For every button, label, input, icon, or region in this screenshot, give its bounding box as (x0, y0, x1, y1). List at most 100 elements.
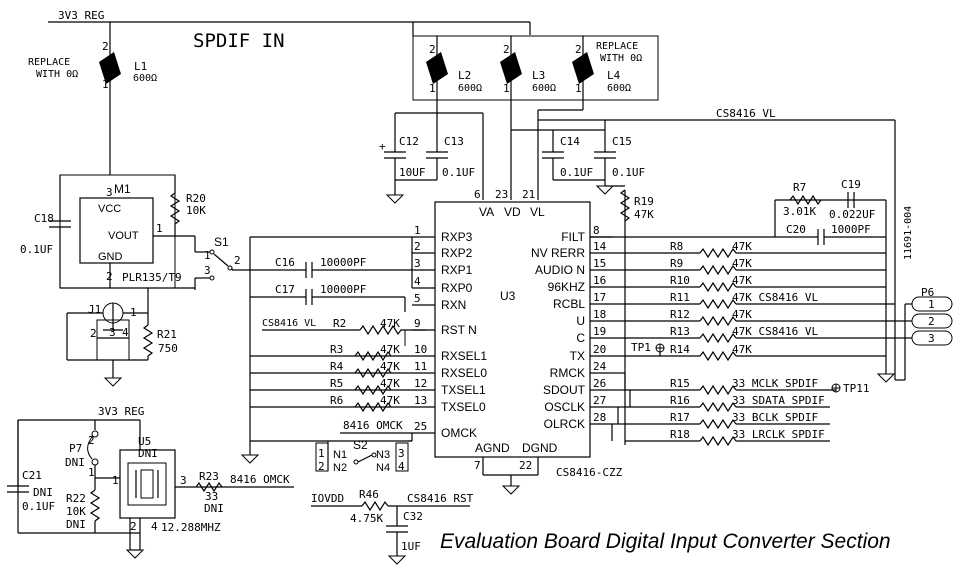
svg-text:VOUT: VOUT (108, 230, 139, 242)
svg-text:N3: N3 (376, 449, 390, 461)
svg-text:22: 22 (519, 459, 532, 472)
u3-right-pin-name: U (576, 314, 585, 328)
testpoint-tp11: TP11 (831, 382, 870, 395)
u3-left-pin-name: TXSEL1 (441, 383, 486, 397)
u3-left-pin-name: RXSEL1 (441, 349, 487, 363)
svg-text:1: 1 (318, 447, 325, 460)
rail-3v3-reg: 3V3 REG (48, 9, 531, 35)
iovdd-label: IOVDD (311, 492, 344, 505)
r19-value: 47K (634, 208, 654, 221)
r20-ref: R20 (186, 192, 206, 205)
svg-text:2: 2 (575, 43, 582, 56)
c16-value: 10000PF (320, 256, 366, 269)
switch-s1: S1 1 2 3 (178, 235, 241, 290)
tp1-ref: TP1 (631, 341, 651, 354)
osc-rail-label: 3V3 REG (98, 405, 144, 418)
svg-text:R15: R15 (670, 377, 690, 390)
note-replace-left-1: REPLACE (28, 57, 70, 68)
svg-text:47K: 47K (380, 360, 400, 373)
r22-dni: DNI (66, 518, 86, 531)
u3-left-pin-num: 3 (414, 257, 421, 270)
svg-text:7: 7 (474, 459, 481, 472)
capacitor-c17: C17 10000PF (250, 283, 406, 312)
capacitor-c15: C15 0.1UF (594, 120, 645, 180)
svg-text:R6: R6 (330, 394, 343, 407)
c12-value: 10UF (399, 166, 426, 179)
c17-value: 10000PF (320, 283, 366, 296)
svg-text:2: 2 (928, 315, 935, 328)
r7-value: 3.01K (783, 205, 816, 218)
u5-ref: U5 (138, 435, 151, 448)
u5-value: DNI (138, 447, 158, 460)
omck-rail: 8416 OMCK (196, 473, 294, 488)
svg-text:2: 2 (90, 327, 97, 340)
u3-left-pin-name: OMCK (441, 426, 477, 440)
capacitor-c12: + C12 10UF (379, 113, 426, 180)
u3-left-pin-num: 12 (414, 377, 427, 390)
svg-text:VA: VA (479, 205, 494, 219)
ground-symbol (385, 194, 405, 204)
u3-right-pin-name: RCBL (553, 297, 585, 311)
svg-text:47K: 47K (380, 394, 400, 407)
u3-left-pin-num: 11 (414, 360, 427, 373)
u3-left-pin-num: 13 (414, 394, 427, 407)
svg-text:3: 3 (106, 186, 113, 199)
r2-value: 47K (380, 317, 400, 330)
connector-j1: J1 2 3 4 1 (66, 288, 149, 387)
capacitor-c14: C14 0.1UF (542, 130, 593, 180)
svg-text:2: 2 (318, 460, 325, 473)
c15-value: 0.1UF (612, 166, 645, 179)
resistor-r20: R20 10K (169, 175, 206, 236)
svg-text:47K: 47K (732, 240, 752, 253)
svg-text:R3: R3 (330, 343, 343, 356)
svg-text:R13: R13 (670, 325, 690, 338)
l2-ref: L2 (458, 69, 471, 82)
rst-label: CS8416 RST (407, 492, 474, 505)
u3-left-pin-num: 1 (414, 224, 421, 237)
svg-text:21: 21 (522, 188, 535, 201)
u3-right-pin-name: OLRCK (544, 417, 585, 431)
note-replace-right-2: WITH 0Ω (600, 53, 642, 64)
c16-ref: C16 (275, 256, 295, 269)
svg-text:47K CS8416 VL: 47K CS8416 VL (732, 291, 818, 304)
c13-value: 0.1UF (442, 166, 475, 179)
c12-ref: C12 (399, 135, 419, 148)
svg-text:1: 1 (204, 249, 211, 262)
u3-left-pin-num: 9 (414, 317, 421, 330)
u3-left-pin-name: RXP2 (441, 246, 473, 260)
svg-text:2: 2 (130, 520, 137, 533)
svg-text:R17: R17 (670, 411, 690, 424)
svg-text:+: + (379, 140, 386, 153)
c18-ref: C18 (34, 212, 54, 225)
p7-value: DNI (65, 456, 85, 469)
oscillator-section: 3V3 REG C21 DNI 0.1UF 2 1 P7 DNI R22 10K… (7, 405, 224, 559)
c14-value: 0.1UF (560, 166, 593, 179)
tp11-ref: TP11 (843, 382, 870, 395)
u3-right-pin-name: RMCK (550, 366, 585, 380)
note-replace-right-1: REPLACE (596, 41, 638, 52)
svg-text:4: 4 (151, 520, 158, 533)
c20-ref: C20 (786, 223, 806, 236)
svg-text:47K: 47K (732, 257, 752, 270)
p6-ref: P6 (921, 286, 934, 299)
svg-text:1: 1 (112, 474, 119, 487)
u3-right-pin-num: 17 (593, 291, 606, 304)
j1-ref: J1 (88, 303, 101, 316)
svg-text:R14: R14 (670, 343, 690, 356)
p7-ref: P7 (69, 442, 82, 455)
ground-symbol (103, 377, 123, 387)
svg-text:DGND: DGND (522, 441, 558, 455)
r23-ref: R23 (199, 470, 219, 483)
r22-ref: R22 (66, 492, 86, 505)
svg-text:N4: N4 (376, 462, 390, 474)
svg-text:47K CS8416 VL: 47K CS8416 VL (732, 325, 818, 338)
svg-text:2: 2 (106, 270, 113, 283)
u3-right-pin-name: C (576, 331, 585, 345)
ferrite-l1: 2 1 L1 600Ω (99, 35, 157, 175)
r19-ref: R19 (634, 195, 654, 208)
l1-value: 600Ω (133, 73, 157, 84)
